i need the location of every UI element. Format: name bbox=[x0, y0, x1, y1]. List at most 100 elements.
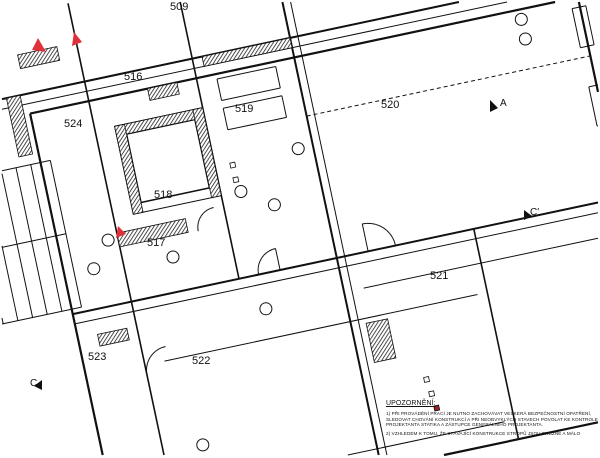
fixture bbox=[291, 142, 305, 156]
detail-tag bbox=[166, 250, 180, 264]
hatched-wall bbox=[147, 81, 180, 101]
section-label: C bbox=[30, 378, 37, 389]
door-swing bbox=[155, 348, 159, 352]
bathtub bbox=[216, 66, 276, 80]
hatched-column bbox=[365, 318, 397, 363]
detail-tag bbox=[259, 302, 273, 316]
stair-tread bbox=[1, 247, 19, 321]
bathtub bbox=[216, 78, 223, 101]
stair-tread bbox=[45, 237, 63, 312]
room-label: 522 bbox=[192, 355, 210, 367]
dimension-line bbox=[164, 294, 478, 362]
outer-wall bbox=[443, 421, 599, 457]
door-swing bbox=[371, 223, 376, 225]
door-swing bbox=[150, 353, 154, 358]
dimension-line bbox=[347, 421, 505, 456]
corridor-wall bbox=[72, 201, 599, 316]
hatched-wall bbox=[201, 37, 293, 67]
room-label: 517 bbox=[147, 237, 165, 249]
outer-wall bbox=[29, 0, 556, 115]
door-swing bbox=[272, 248, 276, 250]
corridor-wall bbox=[74, 212, 599, 325]
shaft bbox=[140, 187, 210, 204]
room-label: 509 bbox=[170, 1, 188, 13]
bathtub bbox=[227, 116, 287, 131]
red-marker bbox=[116, 226, 126, 238]
door-swing bbox=[148, 356, 151, 361]
detail-tag bbox=[518, 32, 532, 46]
room-label: 521 bbox=[430, 270, 448, 282]
outer-wall bbox=[29, 113, 104, 456]
door-swing bbox=[375, 223, 380, 227]
section-marker-a: A bbox=[490, 98, 507, 112]
partition-wall bbox=[281, 1, 380, 456]
section-label: A bbox=[500, 98, 507, 109]
door-swing bbox=[161, 346, 166, 349]
door-swing bbox=[207, 207, 211, 211]
room-label: 516 bbox=[124, 71, 142, 83]
fixture-square bbox=[423, 376, 430, 383]
partition-wall bbox=[473, 228, 520, 440]
stair-tread bbox=[1, 317, 4, 324]
door-swing bbox=[379, 225, 384, 229]
detail-tag bbox=[234, 185, 248, 198]
fixture-square bbox=[229, 161, 237, 169]
detail-tag bbox=[267, 198, 281, 212]
window-frame bbox=[571, 5, 586, 10]
section-arrow bbox=[34, 380, 42, 390]
detail-tag bbox=[101, 233, 115, 247]
stairs bbox=[1, 159, 51, 172]
door-leaf bbox=[275, 248, 281, 271]
door-swing bbox=[200, 213, 204, 217]
detail-tag bbox=[87, 262, 101, 276]
bathtub bbox=[281, 95, 287, 118]
stair-tread bbox=[1, 173, 18, 245]
door-swing bbox=[383, 227, 388, 231]
door-swing bbox=[152, 351, 156, 355]
door-swing bbox=[257, 271, 260, 275]
window-frame bbox=[588, 86, 598, 127]
section-arrow bbox=[490, 100, 498, 112]
door-swing bbox=[266, 250, 270, 254]
door-swing bbox=[386, 230, 391, 235]
bathtub bbox=[275, 66, 281, 89]
notes-block: UPOZORNĚNÍ: 1) PŘI PROVÁDĚNÍ PRACÍ JE NU… bbox=[386, 400, 600, 439]
room-label: 524 bbox=[64, 118, 82, 130]
door-swing bbox=[389, 233, 393, 238]
door-swing bbox=[198, 218, 200, 223]
door-leaf bbox=[361, 223, 369, 252]
door-swing bbox=[202, 211, 206, 215]
fixture-square-red bbox=[433, 404, 441, 412]
bathtub bbox=[222, 108, 229, 130]
stairs bbox=[1, 233, 67, 248]
section-marker-c-left: C bbox=[30, 378, 42, 390]
fixture-square bbox=[232, 176, 240, 184]
stair-tread bbox=[31, 240, 48, 315]
stair-tread bbox=[15, 167, 33, 242]
door-swing bbox=[146, 363, 148, 368]
outer-wall bbox=[577, 1, 600, 93]
note-item: 1) PŘI PROVÁDĚNÍ PRACÍ JE NUTNO ZACHOVÁV… bbox=[386, 411, 598, 428]
section-label: C' bbox=[530, 207, 539, 218]
dimension-line bbox=[306, 55, 591, 117]
hatched-wall bbox=[114, 107, 206, 137]
detail-tag bbox=[514, 12, 528, 26]
dimension-line bbox=[363, 237, 599, 289]
red-marker bbox=[72, 32, 82, 46]
hatched-wall bbox=[192, 107, 222, 199]
room-label: 523 bbox=[88, 351, 106, 363]
bathtub bbox=[221, 87, 281, 101]
room-label: 518 bbox=[154, 189, 172, 201]
hatched-wall bbox=[114, 123, 144, 215]
section-marker-c-right: C' bbox=[524, 207, 539, 220]
fixture-square bbox=[428, 390, 436, 398]
stairs bbox=[1, 306, 82, 325]
detail-tag bbox=[196, 438, 210, 452]
stair-tread bbox=[30, 164, 47, 239]
door-swing bbox=[259, 257, 263, 262]
partition-wall bbox=[290, 1, 388, 456]
section-arrow bbox=[524, 210, 532, 220]
notes-heading: UPOZORNĚNÍ: bbox=[386, 400, 436, 407]
door-swing bbox=[263, 252, 267, 256]
